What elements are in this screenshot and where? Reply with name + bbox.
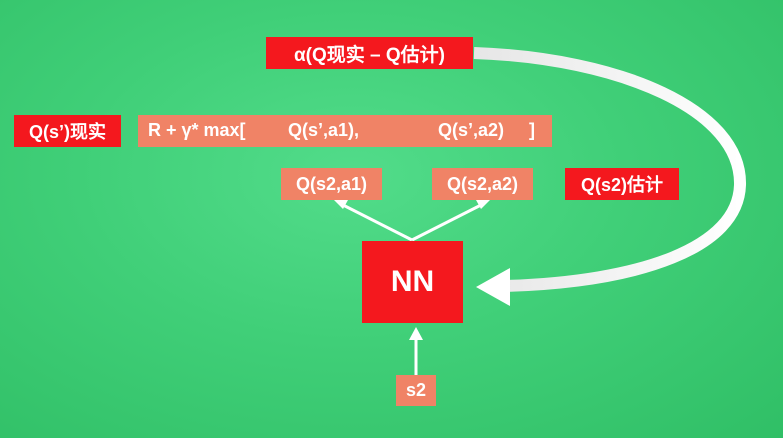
- output-arrowhead-a1: [334, 200, 348, 209]
- target-formula: R + γ* max[ Q(s’,a1), Q(s’,a2) ]: [138, 115, 552, 147]
- feedback-curve-arrow: [473, 47, 747, 292]
- input-arrowhead: [409, 327, 423, 340]
- formula-prefix: R + γ* max[: [148, 120, 246, 140]
- formula-term-a2: Q(s’,a2): [438, 120, 505, 140]
- neural-network-box: NN: [362, 241, 463, 323]
- q-value-a1: Q(s2,a1): [281, 168, 382, 200]
- q-estimate-label: Q(s2)估计: [565, 168, 679, 200]
- output-arrowhead-a2: [476, 200, 490, 209]
- q-real-label: Q(s’)现实: [14, 115, 121, 147]
- formula-suffix: ]: [529, 120, 535, 140]
- output-arrow-a2: [411, 203, 482, 242]
- q-value-a2: Q(s2,a2): [432, 168, 533, 200]
- output-arrow-a1: [342, 203, 413, 242]
- feedback-arrowhead: [476, 268, 510, 306]
- state-input-box: s2: [396, 375, 436, 406]
- alpha-update-label: α(Q现实 – Q估计): [266, 37, 473, 69]
- formula-term-a1: Q(s’,a1),: [288, 120, 360, 140]
